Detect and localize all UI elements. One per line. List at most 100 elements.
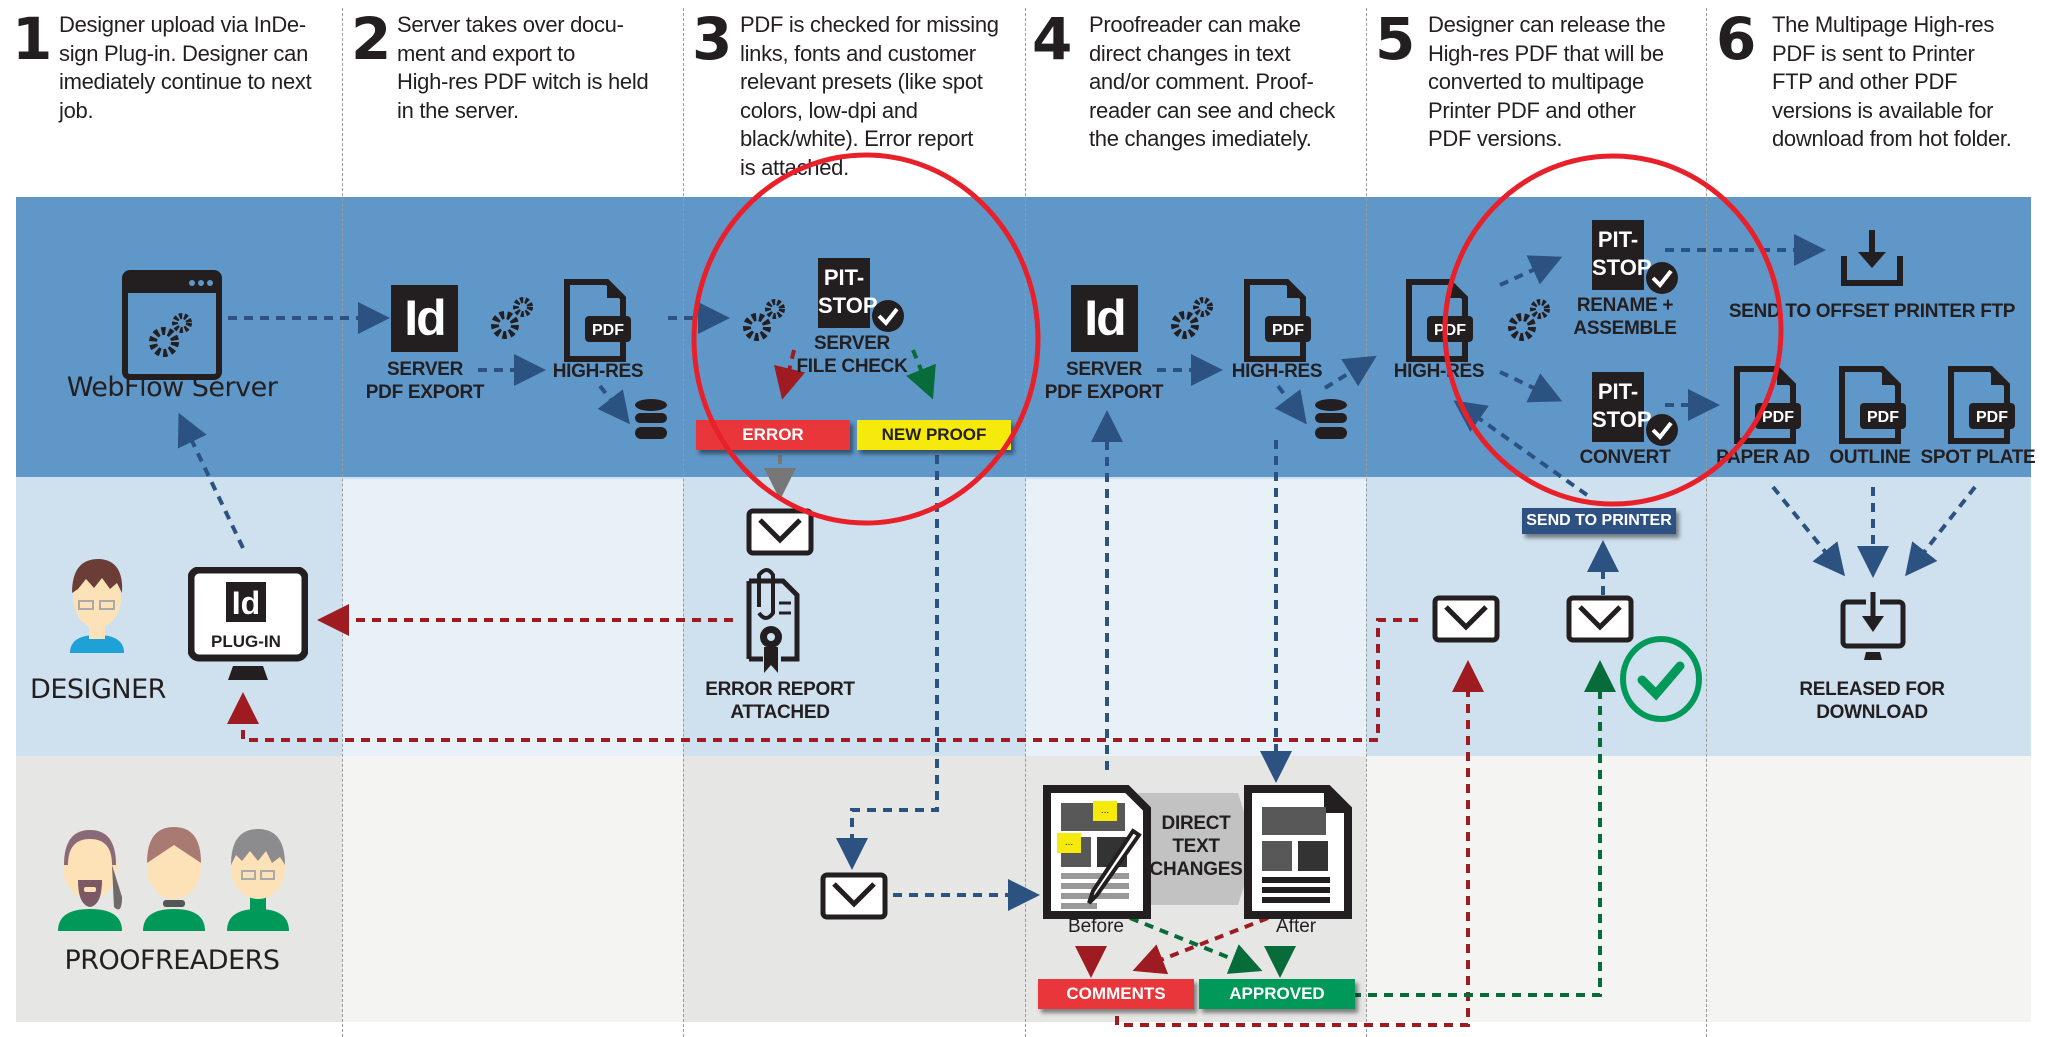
step-line: converted to multipage <box>1428 69 1644 94</box>
approved-check-icon <box>1620 636 1702 722</box>
step-line: Proofreader can make <box>1089 12 1301 37</box>
step-number: 4 <box>1032 5 1073 73</box>
step-line: High-res PDF witch is held <box>397 69 649 94</box>
output-paper-ad-label: PAPER AD <box>1716 447 1810 468</box>
label-line: ERROR REPORT <box>705 679 855 700</box>
error-report-icon <box>746 568 800 673</box>
database-icon <box>635 399 667 439</box>
indesign-icon: Id <box>391 285 458 352</box>
gears-icon <box>743 299 785 341</box>
svg-text:PLUG-IN: PLUG-IN <box>211 632 281 651</box>
before-document-icon: ... ... <box>1043 785 1151 919</box>
after-label: After <box>1276 916 1317 937</box>
svg-text:PDF: PDF <box>1976 409 2008 426</box>
column-divider <box>1706 8 1707 1037</box>
check-badge-icon <box>1646 414 1678 446</box>
pitstop-icon: PIT- STOP <box>1592 372 1652 442</box>
server-file-check-label: SERVER FILE CHECK <box>796 332 907 378</box>
step-line: versions is available for <box>1772 97 1994 123</box>
pitstop-line: PIT- <box>1597 379 1639 404</box>
label-line: CHANGES <box>1149 859 1243 880</box>
svg-text:Id: Id <box>232 585 260 621</box>
label-line: DOWNLOAD <box>1816 702 1928 723</box>
step-description: The Multipage High-res PDF is sent to Pr… <box>1772 11 2012 154</box>
direct-text-changes-label: DIRECT TEXT CHANGES <box>1150 812 1243 881</box>
high-res-label: HIGH-RES <box>1393 361 1485 382</box>
label-line: DIRECT <box>1161 813 1231 834</box>
arrow-approved-to-mail <box>1352 660 1616 997</box>
step-line: and/or comment. Proof- <box>1089 69 1314 94</box>
arrow-before-to-approved <box>1129 916 1263 974</box>
check-badge-icon <box>872 300 904 332</box>
direct-changes-arrow <box>1138 793 1256 905</box>
gears-icon <box>491 297 533 339</box>
label-line: PDF EXPORT <box>365 382 485 403</box>
arrow-highres2-to-db2 <box>1274 384 1307 425</box>
arrow-comments-to-mail <box>1115 660 1484 1027</box>
step-line: links, fonts and customer <box>740 40 976 66</box>
step-line: Designer upload via InDe- <box>59 12 306 37</box>
column-divider <box>1366 8 1367 1037</box>
arrow-filecheck-to-newproof <box>906 349 936 400</box>
svg-text:...: ... <box>1065 837 1073 848</box>
label-line: RENAME + <box>1576 295 1674 316</box>
step-line: sign Plug-in. Designer can <box>59 40 309 66</box>
download-tray-icon <box>1841 230 1903 286</box>
step-line: colors, low-dpi and <box>740 97 918 123</box>
pitstop-line: STOP <box>818 293 878 318</box>
step-line: PDF is sent to Printer <box>1772 40 1975 66</box>
pitstop-line: STOP <box>1592 255 1652 280</box>
label-line: RELEASED FOR <box>1799 679 1945 700</box>
step-line: black/white). Error report <box>740 126 974 151</box>
label-line: PDF EXPORT <box>1044 382 1164 403</box>
step-line: Printer PDF and other <box>1428 97 1636 123</box>
arrow-sendprinter-to-highres3 <box>1453 400 1589 497</box>
step-line: imediately continue to next <box>59 69 312 94</box>
step-description: Proofreader can make direct changes in t… <box>1089 11 1335 154</box>
gears-icon <box>1508 299 1550 341</box>
arrow-paperad-to-release <box>1771 485 1846 577</box>
high-res-label: HIGH-RES <box>1231 361 1323 382</box>
step-line: download from hot folder. <box>1772 126 2012 151</box>
label-line: FILE CHECK <box>796 356 908 377</box>
designer-lane-col4 <box>1025 479 1366 756</box>
error-tag: ERROR <box>696 420 850 450</box>
label-line: SERVER <box>1066 359 1142 380</box>
server-pdf-export-label: SERVER PDF EXPORT <box>365 358 485 404</box>
svg-text:PDF: PDF <box>1867 409 1899 426</box>
step-number: 2 <box>351 5 392 73</box>
pdf-file-icon-spot-plate: PDF <box>1948 366 2015 444</box>
proofreaders-title: PROOFREADERS <box>64 945 280 976</box>
comments-tag: COMMENTS <box>1038 979 1194 1009</box>
error-report-label: ERROR REPORT ATTACHED <box>705 678 855 724</box>
after-document-icon <box>1244 785 1352 919</box>
webflow-server-icon <box>122 270 222 380</box>
arrow-newproof-to-mail <box>836 455 939 870</box>
step-line: High-res PDF that will be <box>1428 40 1664 66</box>
step-line: relevant presets (like spot <box>740 69 983 94</box>
pitstop-icon: PIT- STOP <box>1592 220 1652 290</box>
released-for-download-label: RELEASED FOR DOWNLOAD <box>1799 678 1945 724</box>
svg-text:...: ... <box>1101 805 1109 816</box>
server-pdf-export-label: SERVER PDF EXPORT <box>1044 358 1164 404</box>
label-line: ASSEMBLE <box>1573 318 1677 339</box>
step-number: 3 <box>692 5 733 73</box>
approved-tag: APPROVED <box>1199 979 1355 1009</box>
pitstop-line: PIT- <box>823 265 865 290</box>
pdf-file-icon-outline: PDF <box>1839 366 1906 444</box>
step-line: reader can see and check <box>1089 97 1335 123</box>
step-line: in the server. <box>397 97 519 123</box>
label-line: ATTACHED <box>730 702 830 723</box>
svg-text:PDF: PDF <box>1762 409 1794 426</box>
step-description: Server takes over docu- ment and export … <box>397 11 649 125</box>
step-line: FTP and other PDF <box>1772 69 1958 94</box>
pdf-file-icon: PDF <box>1244 279 1311 362</box>
step-line: direct changes in text <box>1089 40 1291 66</box>
proof-lane-col5 <box>1366 756 2031 1022</box>
download-monitor-icon <box>1840 592 1906 660</box>
step-line: ment and export to <box>397 40 576 66</box>
send-to-printer-button[interactable]: SEND TO PRINTER <box>1522 508 1676 534</box>
pdf-file-icon: PDF <box>1406 279 1473 362</box>
rename-assemble-label: RENAME + ASSEMBLE <box>1573 294 1676 340</box>
